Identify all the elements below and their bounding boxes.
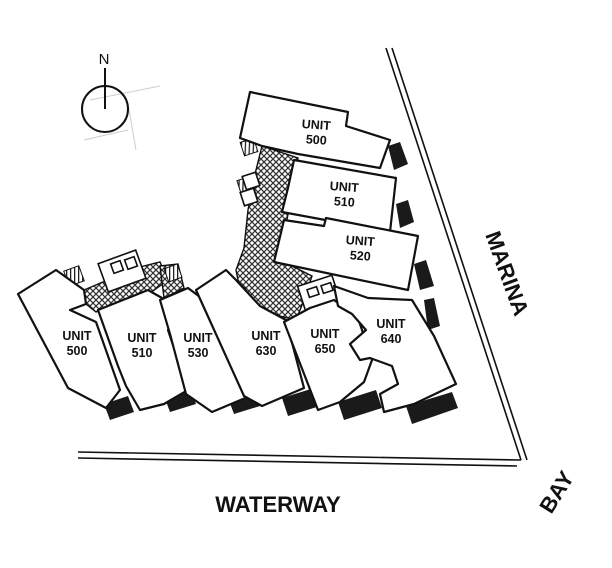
unit-label-510-east: UNIT 510: [329, 179, 359, 210]
patio-boxes: [97, 171, 344, 320]
unit-label-500-east: UNIT 500: [301, 117, 331, 148]
svg-text:510: 510: [333, 194, 355, 209]
svg-text:500: 500: [67, 344, 88, 358]
svg-text:500: 500: [305, 132, 327, 147]
svg-text:UNIT: UNIT: [127, 331, 157, 345]
svg-text:UNIT: UNIT: [62, 329, 92, 343]
waterway-label: WATERWAY: [215, 492, 341, 517]
unit-520-outline: [272, 216, 420, 292]
svg-text:520: 520: [349, 248, 371, 263]
north-arrow-icon: N: [81, 51, 161, 151]
svg-text:UNIT: UNIT: [329, 179, 359, 195]
unit-label-640: UNIT 640: [376, 317, 406, 346]
svg-text:UNIT: UNIT: [310, 327, 340, 341]
unit-label-500-west: UNIT 500: [62, 329, 92, 358]
bay-label: BAY: [534, 466, 579, 517]
svg-text:530: 530: [188, 346, 209, 360]
compass-north-label: N: [99, 51, 110, 68]
svg-text:510: 510: [132, 346, 153, 360]
svg-text:UNIT: UNIT: [301, 117, 331, 133]
svg-text:UNIT: UNIT: [251, 329, 281, 343]
unit-500-west-outline: [16, 268, 122, 410]
svg-text:UNIT: UNIT: [345, 233, 375, 249]
svg-text:UNIT: UNIT: [376, 317, 406, 331]
svg-text:640: 640: [381, 332, 402, 346]
unit-640-outline: [332, 284, 458, 414]
unit-label-630: UNIT 630: [251, 329, 281, 358]
dark-terraces: [104, 142, 458, 424]
unit-label-530: UNIT 530: [183, 331, 213, 360]
unit-500-east-outline: [238, 90, 392, 170]
svg-text:630: 630: [256, 344, 277, 358]
unit-650-outline: [282, 298, 374, 412]
svg-text:650: 650: [315, 342, 336, 356]
marina-label: MARINA: [480, 228, 534, 319]
unit-label-520: UNIT 520: [345, 233, 375, 264]
unit-label-510-west: UNIT 510: [127, 331, 157, 360]
unit-label-650: UNIT 650: [310, 327, 340, 356]
road-lines: [77, 47, 528, 467]
svg-text:UNIT: UNIT: [183, 331, 213, 345]
